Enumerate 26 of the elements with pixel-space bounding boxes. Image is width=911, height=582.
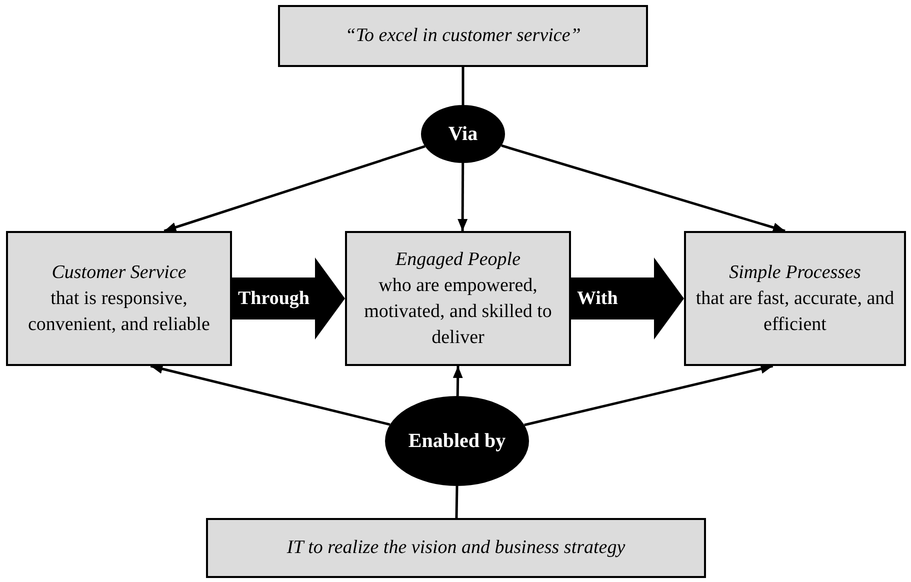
block-arrow <box>571 258 684 340</box>
edge-label: With <box>577 288 618 308</box>
connector-line <box>455 486 458 518</box>
arrow <box>501 144 786 232</box>
ellipse-label: Via <box>448 122 478 147</box>
statement-box <box>345 231 571 366</box>
edge-label: Through <box>238 288 310 308</box>
connector-line <box>462 67 464 105</box>
box-description: that is responsive, convenient, and reliable <box>26 286 211 336</box>
box-description: who are empowered, motivated, and skilled to deliver <box>363 274 553 350</box>
box-heading: Simple Processes <box>729 260 861 284</box>
arrow <box>458 163 468 231</box>
statement-box <box>684 231 906 366</box>
statement-box <box>6 231 232 366</box>
box-heading: Customer Service <box>52 260 186 284</box>
arrow <box>164 145 426 232</box>
arrow <box>452 366 463 396</box>
arrow <box>150 364 390 426</box>
box-heading: IT to realize the vision and business strategy <box>286 536 626 560</box>
box-heading: Engaged People <box>395 248 521 272</box>
statement-box <box>206 518 706 578</box>
arrow <box>524 364 774 426</box>
box-heading: “To excel in customer service” <box>345 24 581 48</box>
box-description: that are fast, accurate, and efficient <box>694 286 896 336</box>
ellipse-label: Enabled by <box>408 429 506 454</box>
statement-box <box>278 5 648 67</box>
